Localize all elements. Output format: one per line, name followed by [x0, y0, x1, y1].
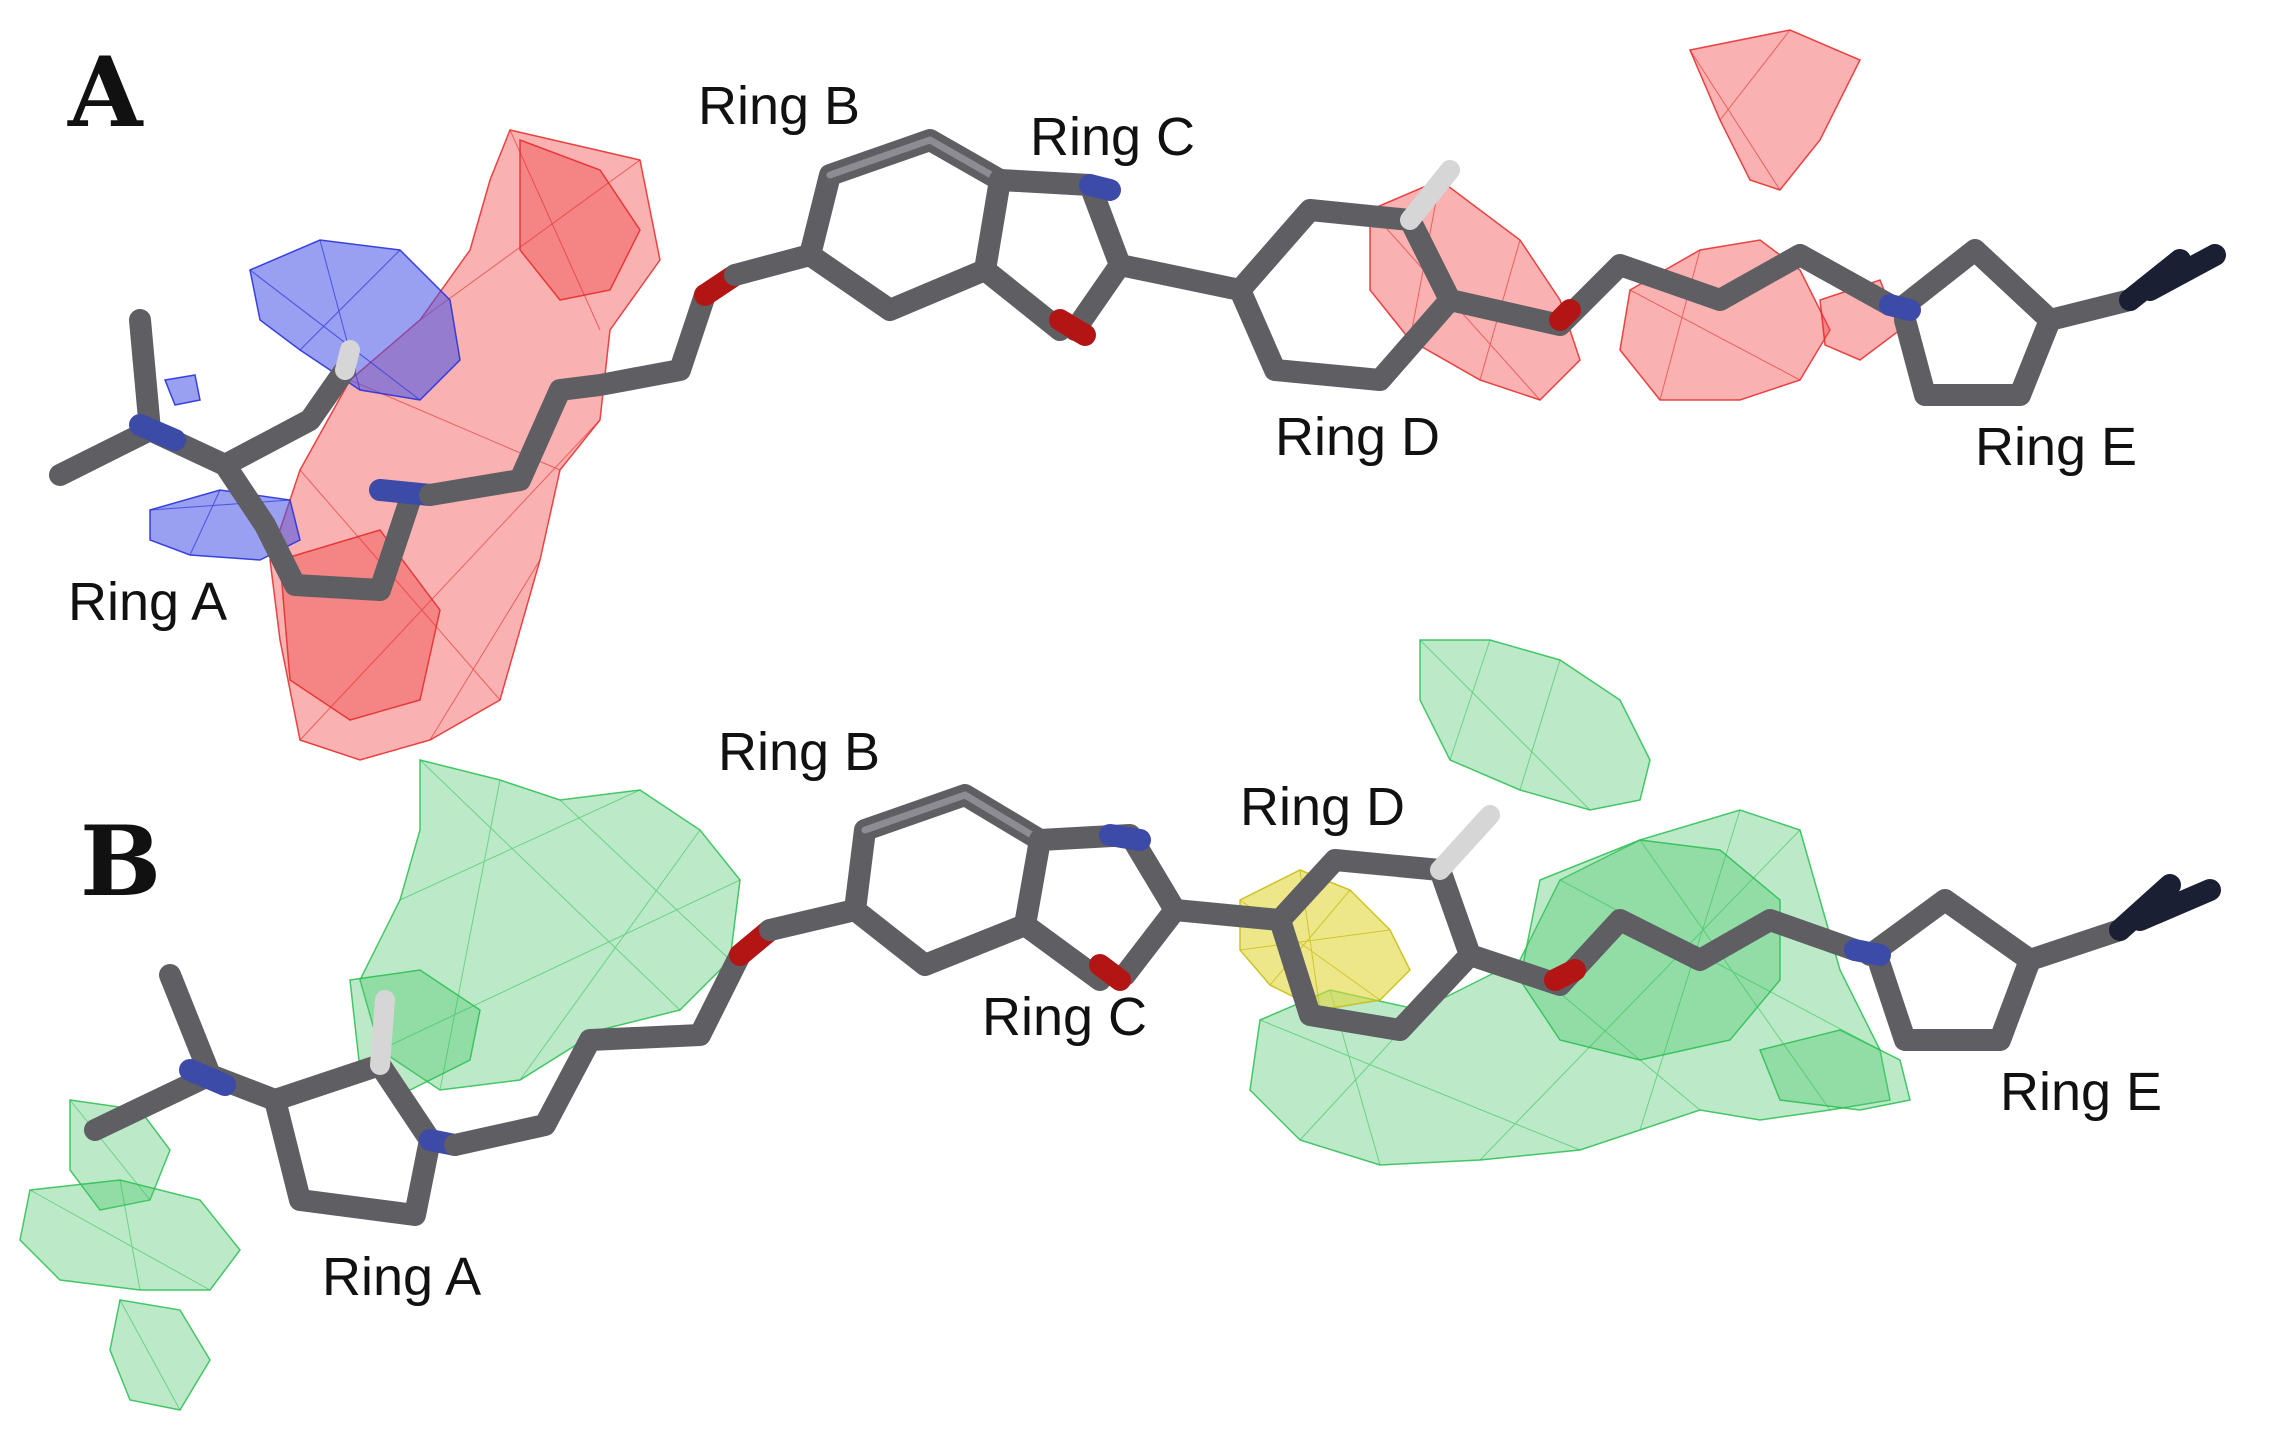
green-contour-ring-a-upper [359, 759, 741, 1091]
ring-b-panel-ring-b-hi [861, 791, 1044, 844]
ring-e-nitrogen [1879, 294, 1921, 321]
ring-a-h [335, 340, 360, 380]
panel-a-letter: A [67, 36, 144, 149]
ring-c-bonds [974, 169, 1131, 341]
blue-contour-small [163, 374, 201, 406]
ring-a-bonds [214, 359, 421, 601]
ring-b-panel-ring-e-n [1844, 939, 1891, 966]
chain-a [419, 284, 716, 506]
ring-b-panel-ring-a-bonds [264, 1054, 441, 1226]
blue-contour-mesh [149, 239, 421, 556]
ring-b-panel-ring-b [759, 784, 1051, 976]
panel-a-molecule [49, 129, 2226, 601]
ring-b-panel-ring-e [1859, 889, 2041, 1051]
ring-c-nitrogen [1079, 174, 1121, 201]
panel-b-ring-a-label: Ring A [322, 1247, 481, 1307]
green-contour-mesh [29, 639, 1881, 1411]
panel-b: B [19, 639, 2221, 1411]
ring-e-nme [2039, 289, 2141, 331]
ring-b-panel-ring-a-h [370, 990, 395, 1075]
ring-d-bonds [1109, 199, 1461, 391]
panel-b-ring-b-label: Ring B [718, 722, 880, 782]
ring-b-panel-ring-c-n [1099, 824, 1151, 851]
ring-e-amine [2119, 244, 2226, 311]
ether-oxygen-b-panel-d [1544, 959, 1586, 991]
ring-c-oxygen [1049, 309, 1096, 346]
panel-a-ring-d-label: Ring D [1275, 407, 1440, 467]
panel-a-ring-a-label: Ring A [68, 572, 227, 632]
red-contour-top-cone [1688, 29, 1862, 191]
ring-b-panel-ring-d [1164, 849, 1481, 1041]
green-contour-ring-d-mid [1519, 839, 1781, 1061]
panel-a-ring-e-label: Ring E [1975, 417, 2137, 477]
yellow-contour-ring-d [1239, 869, 1411, 1011]
panel-b-letter: B [80, 805, 161, 918]
panel-a-ring-b-label: Ring B [698, 76, 860, 136]
ring-b-panel-ring-c [1014, 824, 1186, 991]
panel-b-yellow-contours [1239, 869, 1411, 1011]
ring-b-highlight [826, 136, 1004, 184]
panel-a: A [49, 29, 2226, 761]
chain-b-panel-a [444, 944, 751, 1156]
ring-a-amine-n [129, 414, 186, 451]
panel-a-ring-c-label: Ring C [1030, 107, 1195, 167]
ring-e-bonds [1894, 239, 2061, 406]
yellow-contour-mesh [1239, 869, 1391, 1011]
panel-b-ring-e-label: Ring E [2000, 1062, 2162, 1122]
green-contour-ring-d-top [1419, 639, 1651, 811]
panel-b-green-contours [19, 639, 1911, 1411]
ring-b-panel-ring-e-nme [2019, 919, 2131, 971]
chain-d-e [1439, 244, 1901, 336]
ring-b-panel-ring-d-h [1430, 805, 1500, 880]
red-contour-ring-a-upper [519, 138, 641, 301]
ring-b-panel-ring-e-amine [2109, 874, 2221, 941]
green-contour-right [1758, 1029, 1911, 1111]
ring-b-panel-nme2 [84, 964, 286, 1141]
panel-b-ring-c-label: Ring C [982, 987, 1147, 1047]
blue-contour-upper [249, 239, 461, 401]
ring-d-h [1400, 160, 1460, 230]
green-contour-left-3 [109, 1299, 211, 1411]
ring-b-panel-ring-c-o [1089, 954, 1131, 991]
panel-b-ring-d-label: Ring D [1240, 777, 1405, 837]
ring-b-panel-amine-n [179, 1059, 236, 1096]
panel-b-molecule [84, 784, 2221, 1226]
ether-oxygen-d [1549, 299, 1581, 331]
